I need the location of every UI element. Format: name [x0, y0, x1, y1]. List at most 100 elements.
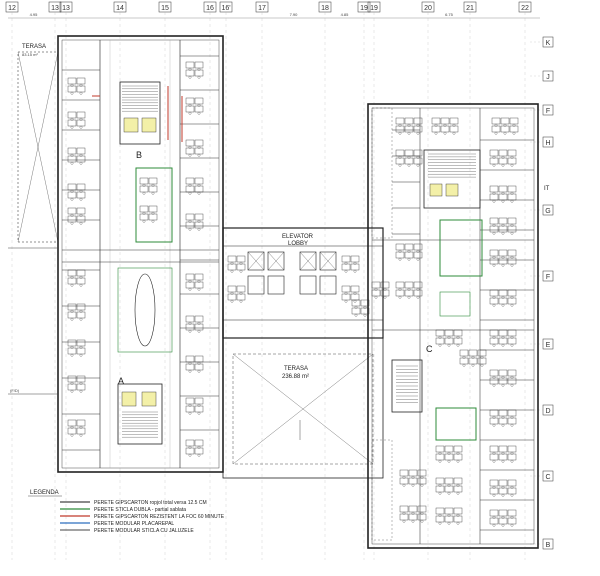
desk-cluster — [185, 355, 204, 373]
desk-cluster — [395, 149, 423, 167]
grid-row-label: E — [546, 342, 551, 349]
desk-cluster — [185, 397, 204, 415]
desk-cluster — [399, 505, 427, 523]
block-c-label: C — [426, 344, 433, 354]
desk-cluster — [185, 213, 204, 231]
desk-cluster — [489, 289, 517, 307]
grid-column-label: 13 — [62, 5, 70, 12]
desk-cluster — [395, 281, 423, 299]
desk-cluster — [399, 469, 427, 487]
desk-cluster — [67, 147, 86, 165]
desk-cluster — [185, 273, 204, 291]
grid-row-label: B — [546, 542, 551, 549]
desk-cluster — [185, 61, 204, 79]
grid-row-label: D — [545, 408, 550, 415]
grid-column-label: 20 — [424, 5, 432, 12]
fire-walls — [92, 86, 183, 142]
grid-row-label: J — [546, 74, 550, 81]
desk-cluster — [227, 285, 246, 303]
desk-cluster — [489, 249, 517, 267]
terasa-center-area: 236.88 m² — [282, 374, 309, 380]
desk-cluster — [435, 507, 463, 525]
desk-cluster — [435, 477, 463, 495]
grid-column-label: 12 — [8, 5, 16, 12]
legend-item-label: PERETE MODULAR STICLA CU JALUZELE — [94, 528, 194, 534]
desk-cluster — [67, 207, 86, 225]
grid-dimension: 4.95 — [30, 12, 39, 17]
desk-cluster — [395, 243, 423, 261]
desk-cluster — [139, 205, 158, 223]
desk-cluster — [489, 185, 517, 203]
grid-column-label: 16' — [221, 5, 230, 12]
legend-item-label: PERETE STICLA DUBLA - partial sablata — [94, 507, 186, 513]
core-c — [391, 149, 481, 413]
desk-cluster — [489, 329, 517, 347]
legend-title: LEGENDA — [30, 490, 59, 496]
desk-cluster — [489, 479, 517, 497]
elevator-shafts — [247, 251, 337, 295]
desk-cluster — [139, 177, 158, 195]
desk-cluster — [489, 217, 517, 235]
grid-row-label: F — [546, 108, 550, 115]
desk-cluster — [227, 255, 246, 273]
meeting-rooms-green-right — [435, 219, 483, 441]
desk-cluster — [67, 375, 86, 393]
grid-column-label: 22 — [521, 5, 529, 12]
terasa-top-label: TERASA — [22, 44, 46, 50]
desk-cluster — [435, 329, 463, 347]
grid-row-label: K — [546, 40, 551, 47]
desk-cluster — [431, 117, 459, 135]
desk-clusters — [67, 61, 519, 527]
desk-cluster — [371, 281, 390, 299]
desk-cluster — [67, 183, 86, 201]
grid-row-label: H — [545, 140, 550, 147]
desk-cluster — [351, 299, 370, 317]
grid-dimension: 7.90 — [290, 12, 299, 17]
block-b-label: B — [136, 150, 142, 160]
left-wing — [17, 35, 224, 473]
grid-column-label: 14 — [116, 5, 124, 12]
grid-column-label: 17 — [258, 5, 266, 12]
desk-cluster — [67, 303, 86, 321]
it-label: IT — [544, 186, 550, 192]
desk-cluster — [489, 149, 517, 167]
grid-column-label: 19 — [370, 5, 378, 12]
block-a-label: A — [118, 376, 124, 386]
desk-cluster — [67, 269, 86, 287]
grid-column-label: 15 — [161, 5, 169, 12]
meeting-room-green-left — [117, 167, 173, 353]
legend-item-label: PERETE GIPSCARTON ropjol total versa 12.… — [94, 500, 207, 506]
legend: LEGENDA PERETE GIPSCARTON ropjol total v… — [28, 490, 225, 534]
grid-column-label: 19 — [360, 5, 368, 12]
desk-cluster — [435, 445, 463, 463]
legend-item-label: PERETE MODULAR PLACAREPAL — [94, 521, 174, 527]
core-b — [119, 81, 161, 145]
grid-row-label: C — [545, 474, 550, 481]
grid-column-label: 18 — [321, 5, 329, 12]
desk-cluster — [185, 177, 204, 195]
desk-cluster — [491, 117, 519, 135]
desk-cluster — [489, 369, 517, 387]
desk-cluster — [341, 255, 360, 273]
core-a — [117, 383, 163, 445]
desk-cluster — [67, 419, 86, 437]
grid-column-label: 21 — [466, 5, 474, 12]
grid-row-label: F — [546, 274, 550, 281]
desk-cluster — [395, 117, 423, 135]
desk-cluster — [489, 409, 517, 427]
terasa-top-area: 83.15 m² — [22, 52, 38, 57]
desk-cluster — [67, 77, 86, 95]
desk-cluster — [489, 509, 517, 527]
desk-cluster — [185, 139, 204, 157]
desk-cluster — [185, 439, 204, 457]
desk-cluster — [67, 111, 86, 129]
central-terrace — [222, 337, 384, 479]
grid-column-label: 13 — [51, 5, 59, 12]
desk-cluster — [489, 445, 517, 463]
grid-column-label: 16 — [206, 5, 214, 12]
elevator-lobby-label-2: LOBBY — [288, 241, 308, 247]
